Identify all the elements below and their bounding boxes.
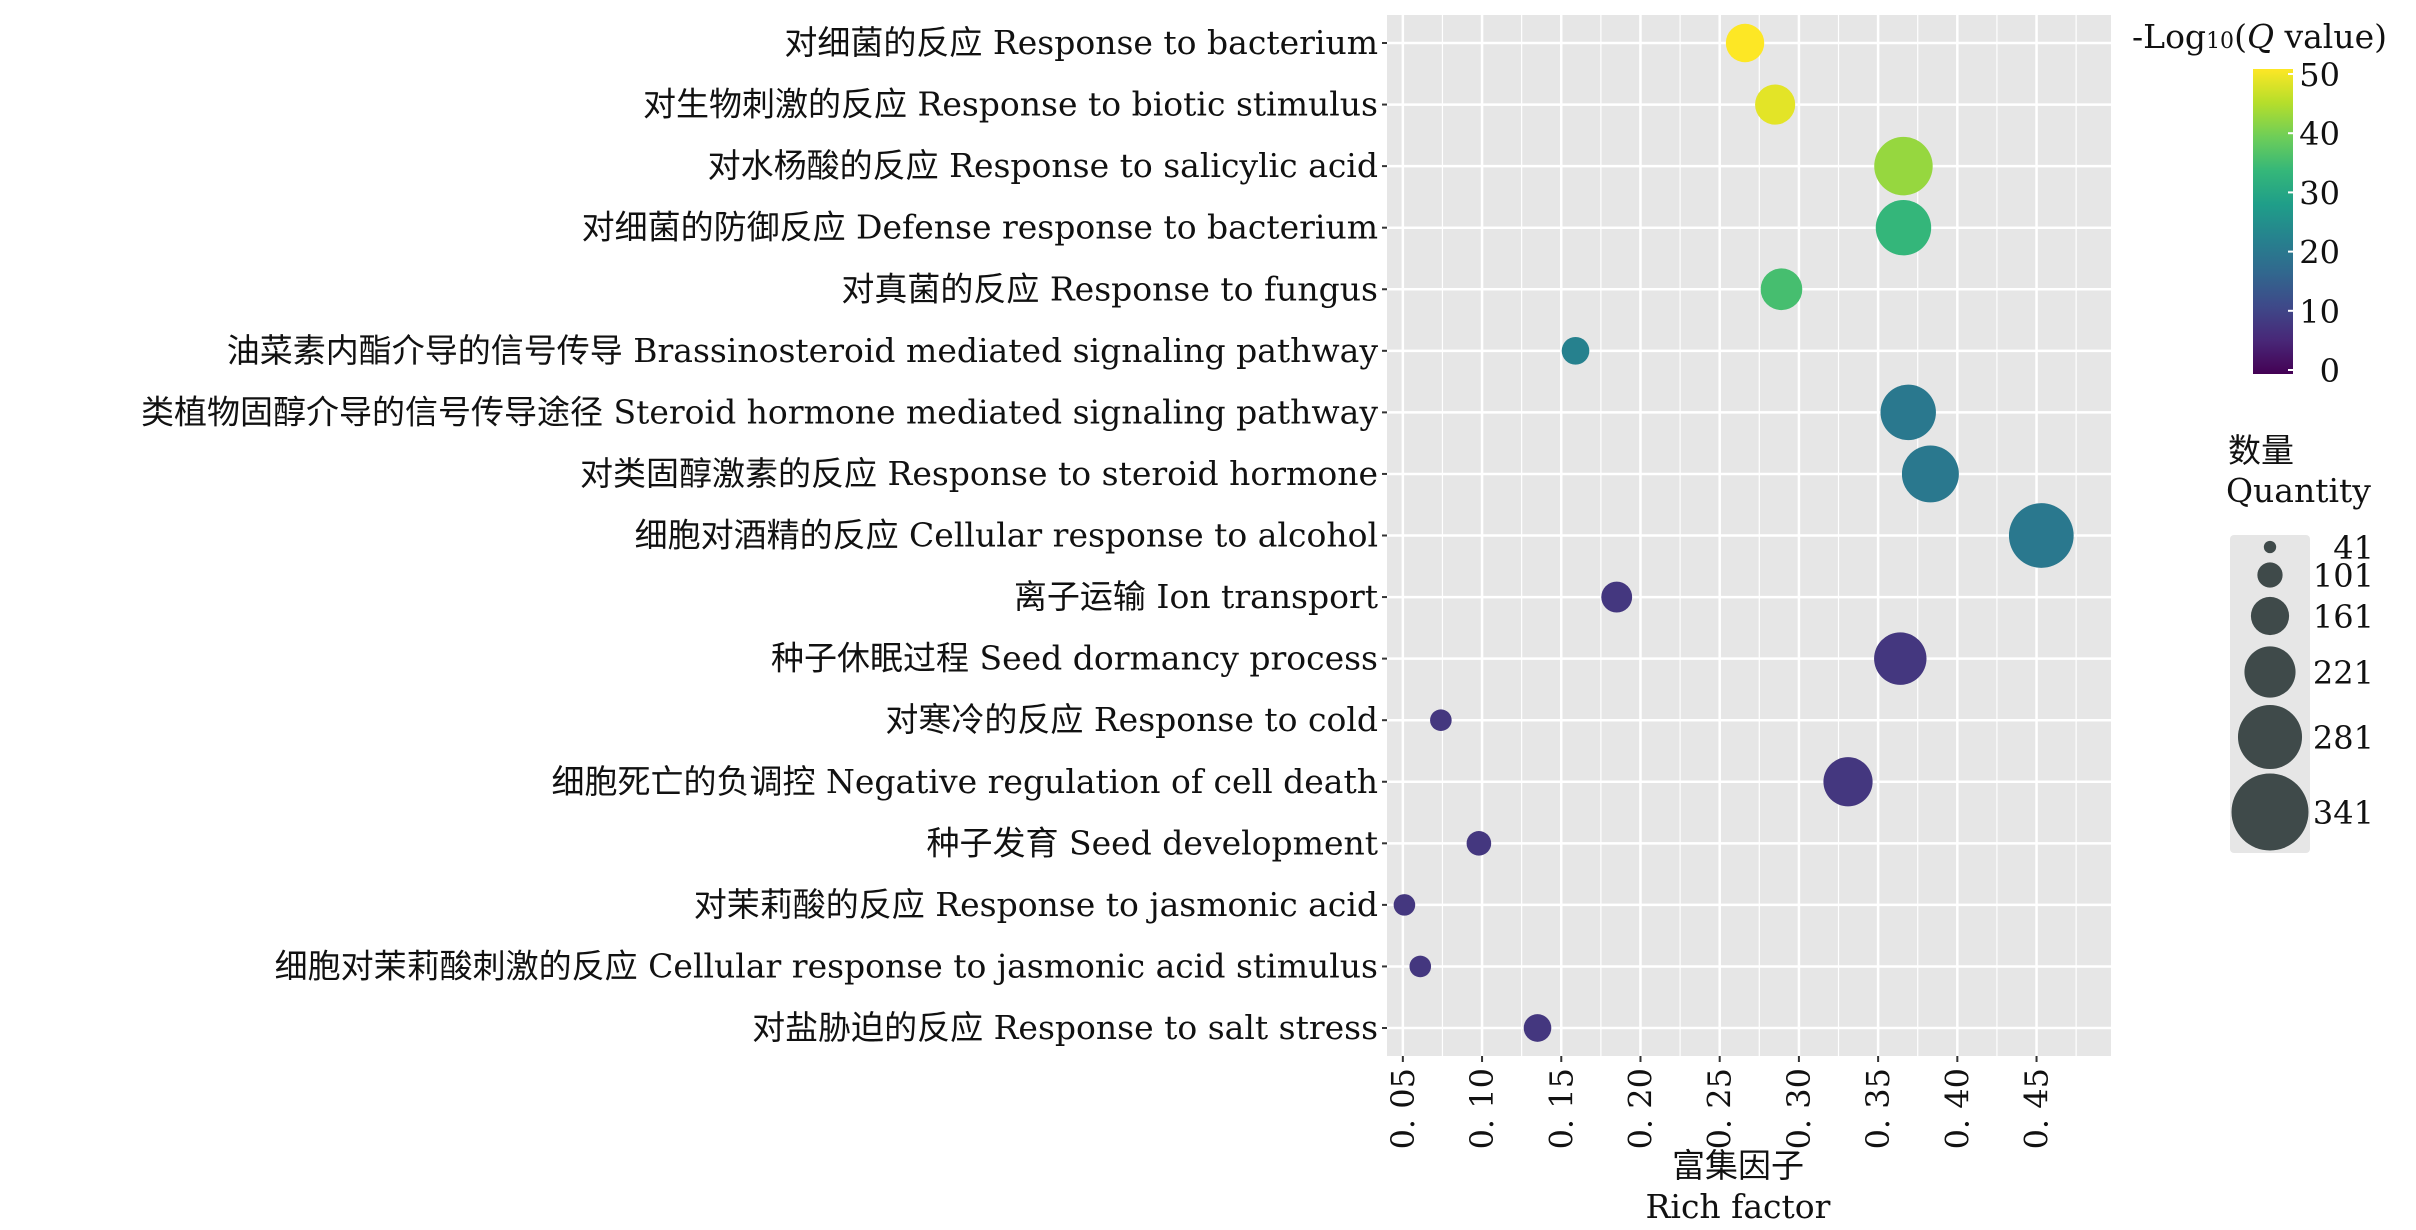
data-point	[1874, 632, 1927, 685]
y-tick-label: 对细菌的防御反应 Defense response to bacterium	[582, 208, 1378, 247]
colorbar-tick-label: 30	[2299, 174, 2340, 212]
y-tick-label: 对盐胁迫的反应 Response to salt stress	[752, 1008, 1378, 1047]
y-tick-label: 种子休眠过程 Seed dormancy process	[771, 639, 1378, 678]
size-legend-label: 161	[2313, 598, 2374, 636]
data-point	[1823, 757, 1873, 807]
size-legend-label: 341	[2313, 794, 2374, 832]
colorbar-tick-label: 20	[2299, 234, 2340, 272]
size-legend-label: 221	[2313, 654, 2374, 692]
size-legend-key	[2263, 540, 2277, 554]
size-legend-key	[2237, 704, 2303, 770]
data-point	[1409, 955, 1432, 978]
x-tick-label: 0. 45	[2018, 1068, 2056, 1149]
x-tick-label: 0. 25	[1701, 1068, 1739, 1149]
size-legend-key	[2250, 596, 2290, 636]
x-tick-label: 0. 10	[1463, 1068, 1501, 1149]
data-point	[1561, 336, 1590, 365]
data-point	[1523, 1014, 1552, 1042]
color-legend-title: -Log10(Q value)	[2132, 17, 2387, 56]
grid-lines	[1387, 15, 2111, 1056]
size-legend-label: 281	[2313, 719, 2374, 757]
y-tick-label: 离子运输 Ion transport	[1014, 577, 1378, 616]
x-tick-label: 0. 30	[1780, 1068, 1818, 1149]
data-point	[1393, 894, 1416, 916]
size-legend-key	[2257, 562, 2283, 588]
colorbar-tick-label: 50	[2299, 56, 2340, 94]
y-tick-label: 类植物固醇介导的信号传导途径 Steroid hormone mediated …	[141, 392, 1378, 431]
colorbar-tick-label: 10	[2299, 293, 2340, 331]
size-legend-key	[2231, 773, 2309, 851]
y-tick-label: 细胞对茉莉酸刺激的反应 Cellular response to jasmoni…	[275, 946, 1378, 985]
x-axis: 0. 05 0. 10 0. 15 0. 20 0. 25 0. 30 0. 35 0. 40…	[1384, 1056, 2056, 1149]
data-point	[1755, 84, 1796, 125]
size-legend-label: 41	[2333, 529, 2374, 567]
size-legend-label: 101	[2313, 557, 2374, 595]
size-legend-key	[2244, 646, 2296, 698]
x-tick-label: 0. 15	[1542, 1068, 1580, 1149]
data-point	[1601, 581, 1633, 613]
y-tick-label: 种子发育 Seed development	[927, 823, 1378, 862]
x-axis-title-cn: 富集因子	[1672, 1146, 1804, 1185]
x-tick-label: 0. 40	[1938, 1068, 1976, 1149]
y-tick-label: 细胞对酒精的反应 Cellular response to alcohol	[635, 516, 1378, 555]
y-tick-label: 对生物刺激的反应 Response to biotic stimulus	[643, 85, 1378, 124]
data-point	[1901, 445, 1959, 503]
x-tick-label: 0. 20	[1621, 1068, 1659, 1149]
colorbar-tick-label: 40	[2299, 115, 2340, 153]
data-point	[1725, 23, 1765, 63]
y-axis-labels: 对细菌的反应 Response to bacterium 对生物刺激的反应 Res…	[141, 23, 1387, 1047]
y-tick-label: 对水杨酸的反应 Response to salicylic acid	[708, 146, 1378, 185]
data-point	[1760, 268, 1803, 311]
y-tick-label: 细胞死亡的负调控 Negative regulation of cell dea…	[551, 762, 1378, 801]
x-tick-label: 0. 05	[1384, 1068, 1422, 1149]
x-tick-label: 0. 35	[1859, 1068, 1897, 1149]
x-axis-title: Rich factor	[1646, 1187, 1831, 1226]
y-tick-label: 对寒冷的反应 Response to cold	[885, 700, 1378, 739]
y-tick-label: 对茉莉酸的反应 Response to jasmonic acid	[694, 885, 1378, 924]
colorbar	[2253, 69, 2293, 374]
y-tick-label: 对细菌的反应 Response to bacterium	[784, 23, 1378, 62]
colorbar-tick-label: 0	[2320, 352, 2340, 390]
data-point	[1874, 136, 1933, 196]
data-points	[1393, 23, 2074, 1042]
size-legend-title-cn: 数量	[2228, 431, 2294, 470]
y-tick-label: 对真菌的反应 Response to fungus	[841, 269, 1378, 308]
data-point	[1466, 831, 1492, 856]
y-tick-label: 对类固醇激素的反应 Response to steroid hormone	[580, 454, 1378, 493]
y-tick-label: 油菜素内酯介导的信号传导 Brassinosteroid mediated si…	[227, 331, 1379, 370]
data-point	[1880, 384, 1936, 441]
data-point	[2008, 503, 2074, 568]
data-point	[1875, 199, 1932, 256]
data-point	[1430, 709, 1452, 731]
color-legend: -Log10(Q value) 0 10 20 30 40 50	[2132, 17, 2387, 390]
size-legend-title: Quantity	[2226, 471, 2371, 510]
